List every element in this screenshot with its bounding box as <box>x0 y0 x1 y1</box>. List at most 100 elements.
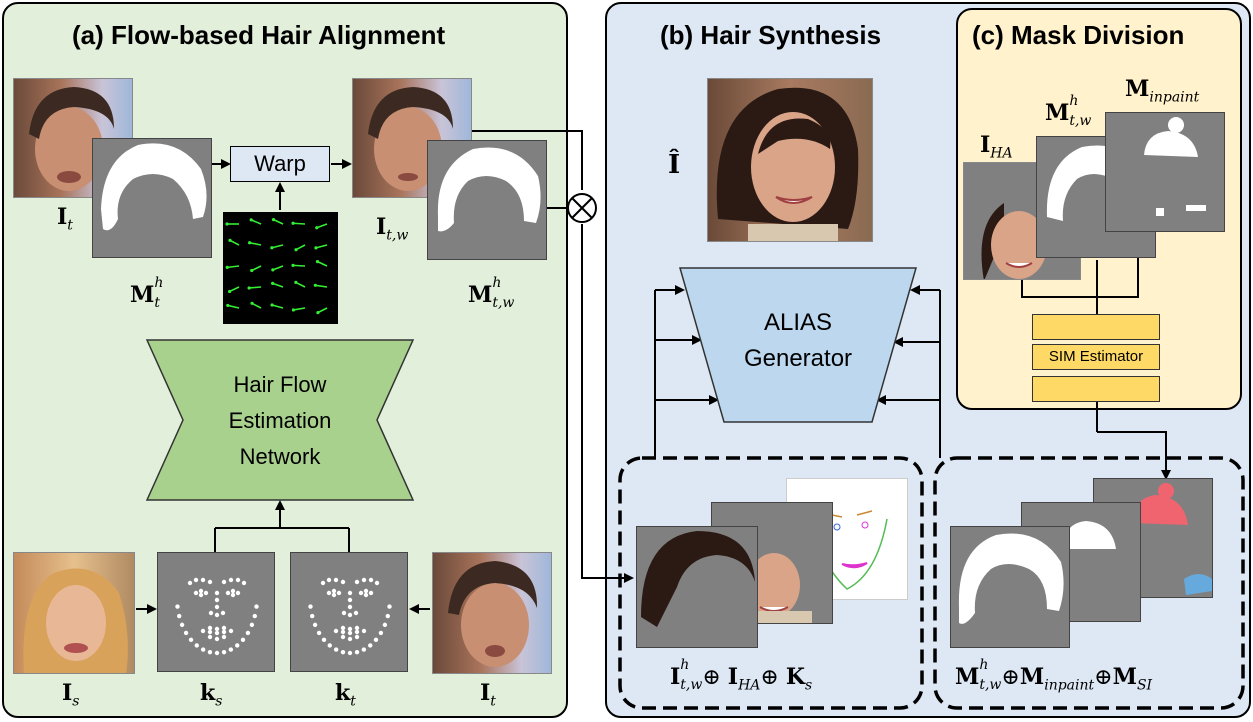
flow-arrows <box>225 218 328 315</box>
face-photo-icon <box>23 568 128 673</box>
keypoint-dot <box>361 647 367 652</box>
keypoint-dot <box>331 588 337 594</box>
flow-arrow-head <box>225 222 229 226</box>
flow-arrow-head <box>313 283 317 287</box>
keypoint-dot <box>341 610 347 616</box>
alias-label-2: Generator <box>744 345 852 372</box>
keypoint-dot <box>361 628 367 634</box>
inpaint-mask-shape <box>1144 117 1206 216</box>
flow-arrow-head <box>315 260 320 264</box>
flow-arrow <box>227 304 240 309</box>
flow-arrow <box>273 218 284 225</box>
flow-arrow <box>249 286 262 289</box>
flow-arrow-head <box>270 246 274 250</box>
keypoint-dot <box>230 588 236 594</box>
keypoint-dot <box>326 577 332 583</box>
flow-arrow-head <box>315 226 319 230</box>
keypoint-dot <box>200 577 206 583</box>
keypoint-dot <box>354 629 360 635</box>
keypoint-dot <box>177 613 182 619</box>
hair-mask-target <box>92 138 212 258</box>
keypoint-dot <box>208 610 214 616</box>
synthesized-output-photo <box>707 78 873 242</box>
keypoint-dot <box>326 590 332 596</box>
hfen-label-1: Hair Flow <box>234 372 327 397</box>
flow-arrow <box>251 265 262 272</box>
warped-hair-image <box>636 526 758 648</box>
keypoint-dot <box>214 604 220 610</box>
flow-arrow-head <box>228 289 232 294</box>
flow-arrow-head <box>291 263 295 267</box>
keypoint-dot <box>245 630 251 636</box>
panel-a-title: (a) Flow-based Hair Alignment <box>72 20 446 50</box>
keypoint-dot <box>368 577 374 583</box>
flow-arrow-head <box>250 268 254 273</box>
keypoint-dot <box>340 579 346 585</box>
label-I-tw: It,w <box>376 214 409 244</box>
keypoint-dot <box>316 630 322 636</box>
face-photo-icon <box>448 561 538 667</box>
panel-c-title: (c) Mask Division <box>972 20 1185 50</box>
keypoint-dot <box>340 629 346 635</box>
keypoint-dot <box>214 650 220 656</box>
flow-arrow-head <box>271 281 275 285</box>
face-photo-icon <box>368 87 453 191</box>
keypoint-dot <box>228 577 234 583</box>
keypoint-dot <box>333 577 339 583</box>
flow-arrow-head <box>294 280 298 285</box>
flow-arrow-head <box>316 311 320 315</box>
flow-arrow <box>227 265 240 269</box>
flow-arrow-head <box>291 221 295 225</box>
keypoint-dot <box>214 626 220 632</box>
face-photo-icon <box>748 553 812 623</box>
keypoint-dot <box>214 590 220 596</box>
keypoint-dot <box>235 590 241 596</box>
label-I-HA: IHA <box>980 132 1013 162</box>
keypoint-dot <box>336 590 342 596</box>
keypoint-dot <box>249 622 255 628</box>
hair-mask-warped <box>427 140 547 260</box>
keypoint-dot <box>308 604 313 609</box>
flow-arrow <box>293 222 306 225</box>
keypoint-dot <box>378 630 384 636</box>
hair-flow-estimation-network: Hair Flow Estimation Network <box>145 339 415 501</box>
keypoint-dot <box>221 579 227 585</box>
keypoint-dot <box>228 647 234 652</box>
flow-arrow-head <box>226 303 230 308</box>
keypoint-dot <box>333 628 339 634</box>
keypoint-dot <box>221 629 227 635</box>
hfen-label-2: Estimation <box>229 408 332 433</box>
keypoint-dot <box>175 604 180 609</box>
keypoint-dot <box>347 590 353 596</box>
keypoint-dot <box>225 590 231 596</box>
flow-arrow-head <box>271 218 276 222</box>
label-I-t-bottom: It <box>480 680 496 710</box>
flow-arrow-head <box>271 268 275 272</box>
facial-keypoints <box>175 577 259 656</box>
keypoint-dot <box>347 626 353 632</box>
keypoint-dot <box>207 629 213 635</box>
keypoint-dot <box>354 625 360 631</box>
keypoint-dot <box>220 610 226 616</box>
face-photo-icon <box>716 87 859 241</box>
synthesis-input-box <box>618 456 924 710</box>
hair-mask-shape <box>958 533 1064 624</box>
keypoint-dot <box>193 590 199 596</box>
flow-arrow-head <box>228 238 232 242</box>
keypoint-dot <box>214 630 220 636</box>
keypoint-dot <box>374 580 380 586</box>
source-photo <box>13 552 135 674</box>
keypoint-dot <box>382 622 388 628</box>
warped-target-photo <box>352 78 472 198</box>
keypoint-dot <box>331 592 337 598</box>
keypoint-dot <box>207 634 213 640</box>
keypoint-dot <box>347 636 353 642</box>
keypoint-dot <box>214 612 220 618</box>
flow-arrow <box>271 244 284 249</box>
flow-arrow <box>293 307 306 311</box>
